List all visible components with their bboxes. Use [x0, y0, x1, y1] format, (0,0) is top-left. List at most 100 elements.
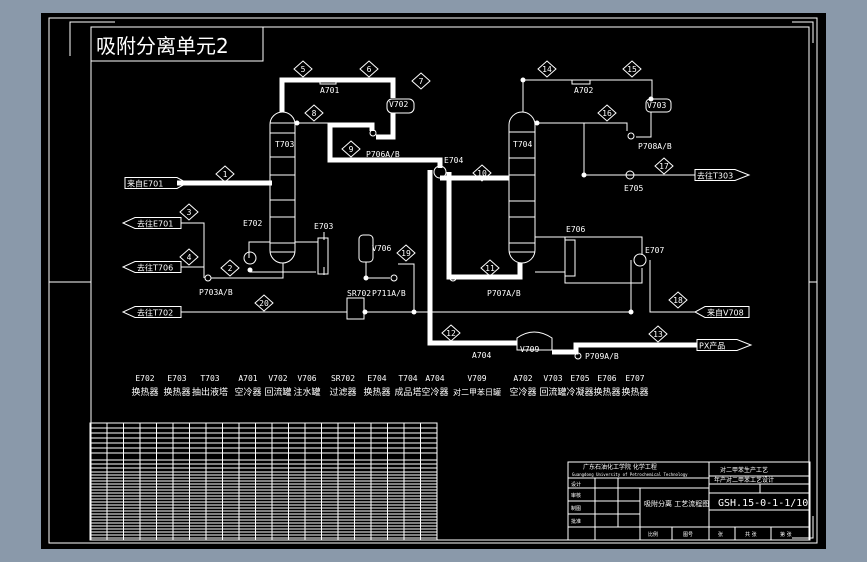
equipment-list-item: A701 空冷器 — [234, 374, 261, 398]
equipment-tag: SR702 — [347, 289, 371, 298]
connector-product: PX产品 — [696, 339, 753, 351]
p708-pump — [627, 132, 635, 140]
a704-cooler — [473, 340, 491, 346]
title-block: 广东石油化工学院 化学工程 Guangdong University of Pe… — [567, 461, 811, 541]
equipment-list-tag: E704 — [367, 374, 386, 383]
e703-exchanger — [317, 237, 329, 275]
equipment-list-name: 注水罐 — [293, 386, 320, 398]
stream-flag-2: 2 — [220, 259, 240, 277]
stream-number: 19 — [401, 249, 411, 258]
equipment-list-tag: E703 — [167, 374, 186, 383]
approver-label: 批准 — [571, 518, 581, 525]
stream-flag-7: 7 — [411, 72, 431, 90]
equipment-list-item: V706 注水罐 — [293, 374, 320, 398]
connector-from-e701: 来自E701 — [124, 177, 189, 189]
stream-number: 1 — [223, 170, 228, 179]
drawing-name: 吸附分离 工艺流程图 — [644, 499, 709, 508]
stream-number: 17 — [659, 162, 669, 171]
equipment-tag: P703A/B — [199, 288, 233, 297]
stream-flag-4: 4 — [179, 248, 199, 266]
reviewer-label: 审核 — [571, 492, 581, 499]
stream-flag-5: 5 — [293, 60, 313, 78]
stream-flag-18: 18 — [668, 291, 688, 309]
equipment-tag: P708A/B — [638, 142, 672, 151]
equipment-list: E702换热器E703换热器T703抽出液塔A701空冷器V702回流罐V706… — [131, 374, 648, 398]
equipment-tag: A702 — [574, 86, 593, 95]
stream-table — [89, 422, 438, 541]
p703-pump — [204, 274, 212, 282]
stream-number: 8 — [312, 109, 317, 118]
equipment-list-name: 冷凝器 — [566, 386, 593, 398]
v702-drum — [386, 98, 415, 114]
stream-number: 13 — [653, 330, 663, 339]
a702-cooler — [571, 79, 591, 85]
connector-label: 来自V708 — [707, 308, 744, 318]
equipment-list-name: 换热器 — [363, 386, 390, 398]
equipment-list-tag: A701 — [238, 374, 257, 383]
stream-flag-8: 8 — [304, 104, 324, 122]
stream-number: 12 — [446, 329, 456, 338]
equipment-list-tag: E706 — [597, 374, 616, 383]
equipment-tag: V706 — [372, 244, 391, 253]
stream-flag-12: 12 — [441, 324, 461, 342]
equipment-list-name: 换热器 — [593, 386, 620, 398]
equipment-tag: T704 — [513, 140, 532, 149]
stream-flag-19: 19 — [396, 244, 416, 262]
stream-flag-14: 14 — [537, 60, 557, 78]
p709-pump — [574, 352, 582, 360]
main-process-lines — [177, 77, 697, 355]
equipment-tag: E706 — [566, 225, 585, 234]
stream-number: 4 — [187, 253, 192, 262]
connector-label: 来自E701 — [127, 179, 163, 189]
equipment-list-name: 换热器 — [621, 386, 648, 398]
stream-flag-10: 10 — [472, 164, 492, 182]
equipment-list-tag: V706 — [297, 374, 316, 383]
school-name: 广东石油化工学院 化学工程 — [583, 463, 657, 471]
e702-reboiler — [243, 251, 257, 265]
equipment-list-name: 回流罐 — [539, 386, 566, 398]
stream-number: 15 — [627, 65, 637, 74]
equipment-list-item: E704 换热器 — [363, 374, 390, 398]
equipment-tag: T703 — [275, 140, 294, 149]
equipment-tag: E704 — [444, 156, 463, 165]
equipment-list-tag: V709 — [467, 374, 486, 383]
equipment-list-name: 空冷器 — [234, 386, 261, 398]
equipment-tag: E702 — [243, 219, 262, 228]
sr702-filter — [346, 297, 365, 320]
connector-label: PX产品 — [699, 341, 725, 351]
stream-flag-15: 15 — [622, 60, 642, 78]
equipment-tag: P706A/B — [366, 150, 400, 159]
v703-drum — [645, 98, 672, 113]
stream-number: 11 — [485, 264, 495, 273]
stream-number: 14 — [542, 65, 552, 74]
equipment-tag: V709 — [520, 345, 539, 354]
stream-flag-9: 9 — [341, 140, 361, 158]
equipment-list-tag: A704 — [425, 374, 444, 383]
drawing-title: 吸附分离单元2 — [96, 34, 229, 58]
v709-tank — [516, 331, 553, 351]
equipment-list-name: 换热器 — [131, 386, 158, 398]
equipment-tag: P707A/B — [487, 289, 521, 298]
sheet-label: 张 — [718, 531, 723, 538]
sheet-number-label: 第 张 — [780, 531, 792, 538]
equipment-list-tag: SR702 — [331, 374, 355, 383]
p706-pump — [369, 129, 377, 137]
equipment-tag: E705 — [624, 184, 643, 193]
stream-number: 3 — [187, 208, 192, 217]
connector-to-t706: 去往T706 — [121, 261, 182, 273]
equipment-tag: A701 — [320, 86, 339, 95]
scale-label: 比例 — [648, 531, 658, 538]
drawing-frame — [48, 17, 818, 544]
stream-number: 5 — [301, 65, 306, 74]
equipment-list-name: 抽出液塔 — [192, 386, 228, 398]
connector-to-t702: 去往T702 — [121, 306, 182, 318]
